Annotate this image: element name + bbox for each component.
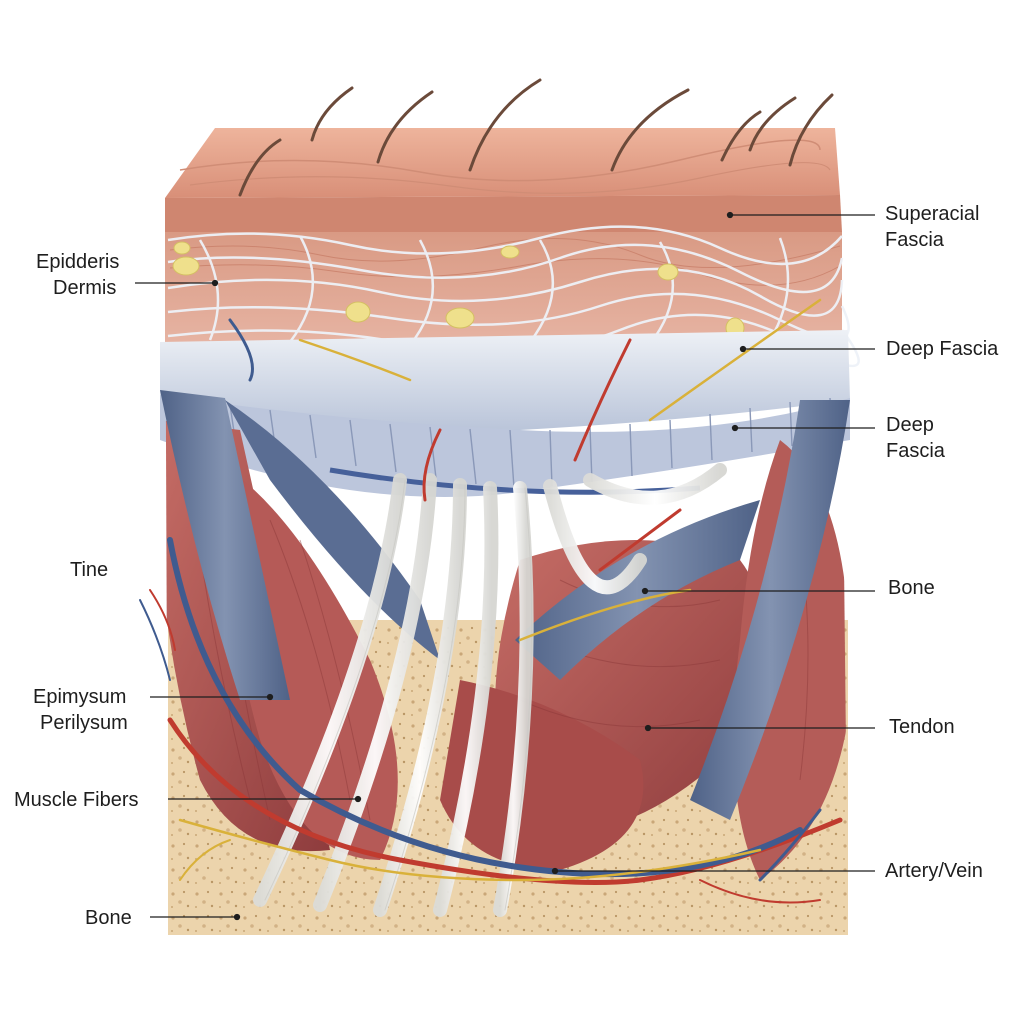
label-epidermis-line: Epidderis (36, 251, 120, 273)
deep-fascia-layer (160, 330, 850, 498)
label-artery-vein-line: Artery/Vein (885, 860, 983, 882)
label-dermis-line: Dermis (53, 277, 117, 299)
label-epidermis-dermis: Epidderis Dermis (36, 249, 119, 301)
label-perimysium-line: Perilysum (40, 712, 128, 734)
label-epimysium-line: Epimysum (33, 686, 127, 708)
label-deep-line: Deep (886, 414, 934, 436)
label-deep-fascia-2-line: Fascia (886, 440, 945, 462)
label-tine: Tine (70, 557, 108, 583)
label-muscle-fibers-line: Muscle Fibers (14, 789, 139, 811)
superficial-fascia-mesh (167, 225, 860, 368)
vessels-nerves (139, 298, 843, 904)
label-bone-right: Bone (888, 575, 935, 601)
muscle-sheaths (160, 390, 850, 820)
hair-strands (238, 78, 834, 197)
label-bone-bottom-line: Bone (85, 907, 132, 929)
fat-globules (172, 241, 745, 339)
label-epimysium-perimysium: Epimysum Perilysum (33, 684, 128, 736)
label-deep-fascia-1-line: Deep Fascia (886, 338, 999, 360)
label-superficial-line: Superacial (885, 203, 980, 225)
label-deep-fascia-1: Deep Fascia (886, 336, 998, 362)
label-tendon-line: Tendon (889, 716, 955, 738)
label-tendon: Tendon (889, 714, 955, 740)
label-superficial-fascia: Superacial Fascia (885, 201, 980, 253)
epidermis-layer (165, 128, 842, 232)
leader-lines (135, 211, 875, 921)
label-tine-line: Tine (70, 559, 109, 581)
label-muscle-fibers: Muscle Fibers (14, 787, 138, 813)
label-fascia-line: Fascia (885, 229, 944, 251)
label-bone-bottom: Bone (85, 905, 132, 931)
label-artery-vein: Artery/Vein (885, 858, 983, 884)
tendon-fibers (253, 463, 727, 917)
label-bone-right-line: Bone (888, 577, 935, 599)
label-deep-fascia-2: Deep Fascia (886, 412, 945, 464)
